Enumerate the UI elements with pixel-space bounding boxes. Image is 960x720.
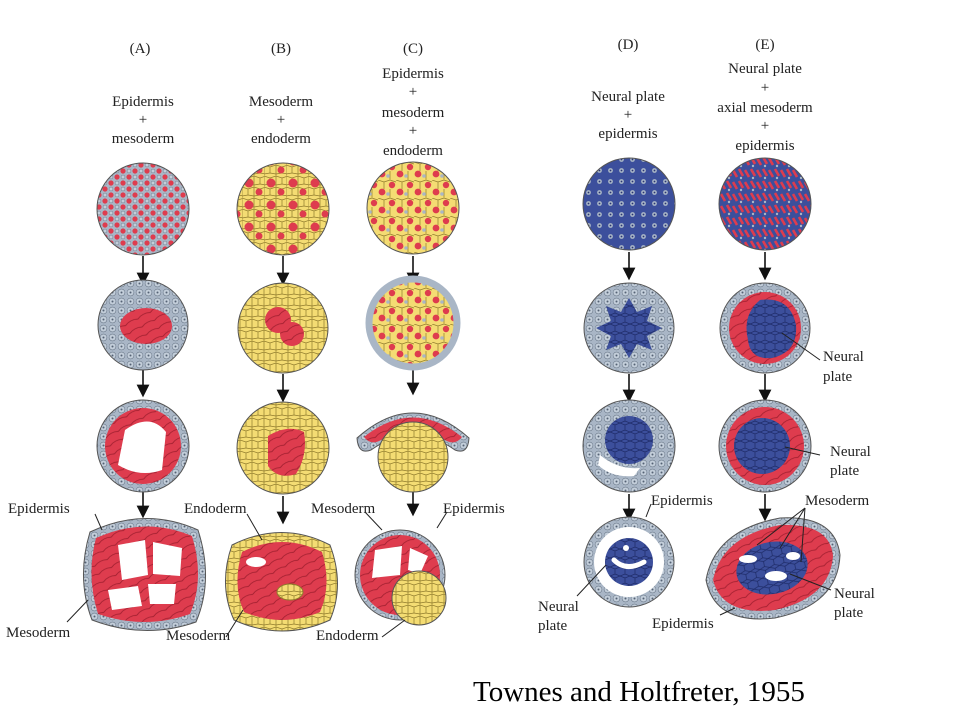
label-e-epidermis: Epidermis (652, 616, 714, 632)
label-a-epidermis: Epidermis (8, 501, 70, 517)
e-stage3-aggregate (718, 399, 812, 493)
column-d-stages (582, 157, 676, 608)
column-d-tissue-3: epidermis (598, 126, 657, 142)
column-e-tissue-2: + (761, 80, 769, 96)
stage-arrows (136, 252, 772, 525)
column-a-letter: (A) (130, 41, 151, 57)
b-stage3-aggregate (236, 401, 330, 495)
a-stage2-aggregate (97, 279, 189, 371)
column-a-tissue-3: mesoderm (112, 131, 175, 147)
column-b-tissue-1: Mesoderm (249, 94, 313, 110)
label-e-plate-1: plate (823, 369, 852, 385)
label-b-mesoderm: Mesoderm (166, 628, 230, 644)
label-c-mesoderm: Mesoderm (311, 501, 375, 517)
label-c-endoderm: Endoderm (316, 628, 379, 644)
column-e-tissue-1: Neural plate (728, 61, 802, 77)
column-e-stages (705, 157, 841, 620)
column-e-tissue-3: axial mesoderm (717, 100, 813, 116)
c-stage2-aggregate (365, 275, 461, 371)
label-a-mesoderm: Mesoderm (6, 625, 70, 641)
column-d-letter: (D) (618, 37, 639, 53)
label-e-neural-2: Neural (830, 444, 871, 460)
b-stage1-aggregate (236, 162, 330, 256)
e-stage2-aggregate (719, 282, 811, 374)
a-stage3-aggregate (96, 399, 190, 493)
label-d-plate: plate (538, 618, 567, 634)
column-e-tissue-4: + (761, 118, 769, 134)
d-stage1-aggregate (582, 157, 676, 251)
column-c-letter: (C) (403, 41, 423, 57)
column-a-tissue-1: Epidermis (112, 94, 174, 110)
e-stage1-aggregate (718, 157, 812, 251)
leader-lines (66, 332, 832, 638)
label-e-mesoderm: Mesoderm (805, 493, 869, 509)
e-stage4-aggregate (705, 517, 841, 620)
column-c-tissue-3: mesoderm (382, 105, 445, 121)
column-b-stages (224, 162, 338, 632)
a-stage4-aggregate (83, 518, 206, 632)
label-d-neural: Neural (538, 599, 579, 615)
column-e-tissue-5: epidermis (735, 138, 794, 154)
column-d-tissue-1: Neural plate (591, 89, 665, 105)
d-stage4-aggregate (583, 516, 675, 608)
b-stage2-aggregate (237, 282, 329, 374)
column-d-tissue-2: + (624, 107, 632, 123)
column-b-tissue-3: endoderm (251, 131, 311, 147)
d-stage3-aggregate (582, 399, 676, 493)
column-e-letter: (E) (755, 37, 774, 53)
column-c-tissue-4: + (409, 123, 417, 139)
c-stage1-aggregate (366, 161, 460, 255)
label-e-plate-2: plate (830, 463, 859, 479)
label-c-epidermis: Epidermis (443, 501, 505, 517)
d-stage2-aggregate (583, 282, 675, 374)
column-c-tissue-1: Epidermis (382, 66, 444, 82)
column-a-tissue-2: + (139, 112, 147, 128)
column-c-tissue-2: + (409, 84, 417, 100)
citation-caption: Townes and Holtfreter, 1955 (473, 676, 805, 708)
column-b-tissue-2: + (277, 112, 285, 128)
b-stage4-aggregate (224, 532, 338, 632)
column-b-letter: (B) (271, 41, 291, 57)
label-e-neural-3: Neural (834, 586, 875, 602)
column-c-stages (354, 161, 470, 626)
label-e-plate-3: plate (834, 605, 863, 621)
column-c-tissue-5: endoderm (383, 143, 443, 159)
c-stage3-aggregate (356, 412, 470, 493)
label-d-epidermis: Epidermis (651, 493, 713, 509)
a-stage1-aggregate (96, 162, 190, 256)
label-b-endoderm: Endoderm (184, 501, 247, 517)
c-stage4-aggregate (354, 529, 447, 626)
label-e-neural-1: Neural (823, 349, 864, 365)
column-a-stages (83, 162, 206, 632)
